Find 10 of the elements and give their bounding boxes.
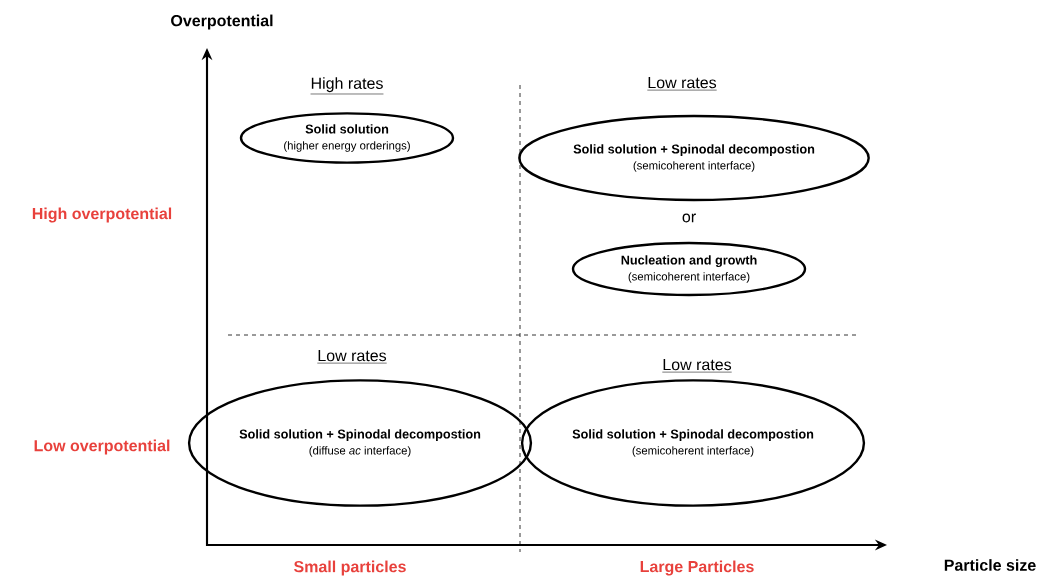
quadrant-heading: High rates — [310, 77, 384, 95]
quadrant-heading: Low rates — [647, 77, 717, 91]
axis-category-label: High overpotential — [32, 207, 172, 223]
quadrant-heading: Low rates — [317, 350, 387, 364]
axis-category-label: Large Particles — [640, 560, 754, 576]
axis-title: Particle size — [944, 559, 1036, 571]
connector-word: or — [682, 213, 696, 223]
axis-category-label: Small particles — [294, 560, 406, 576]
axis-category-label: Low overpotential — [34, 439, 170, 455]
axis-title: Overpotential — [171, 14, 273, 30]
